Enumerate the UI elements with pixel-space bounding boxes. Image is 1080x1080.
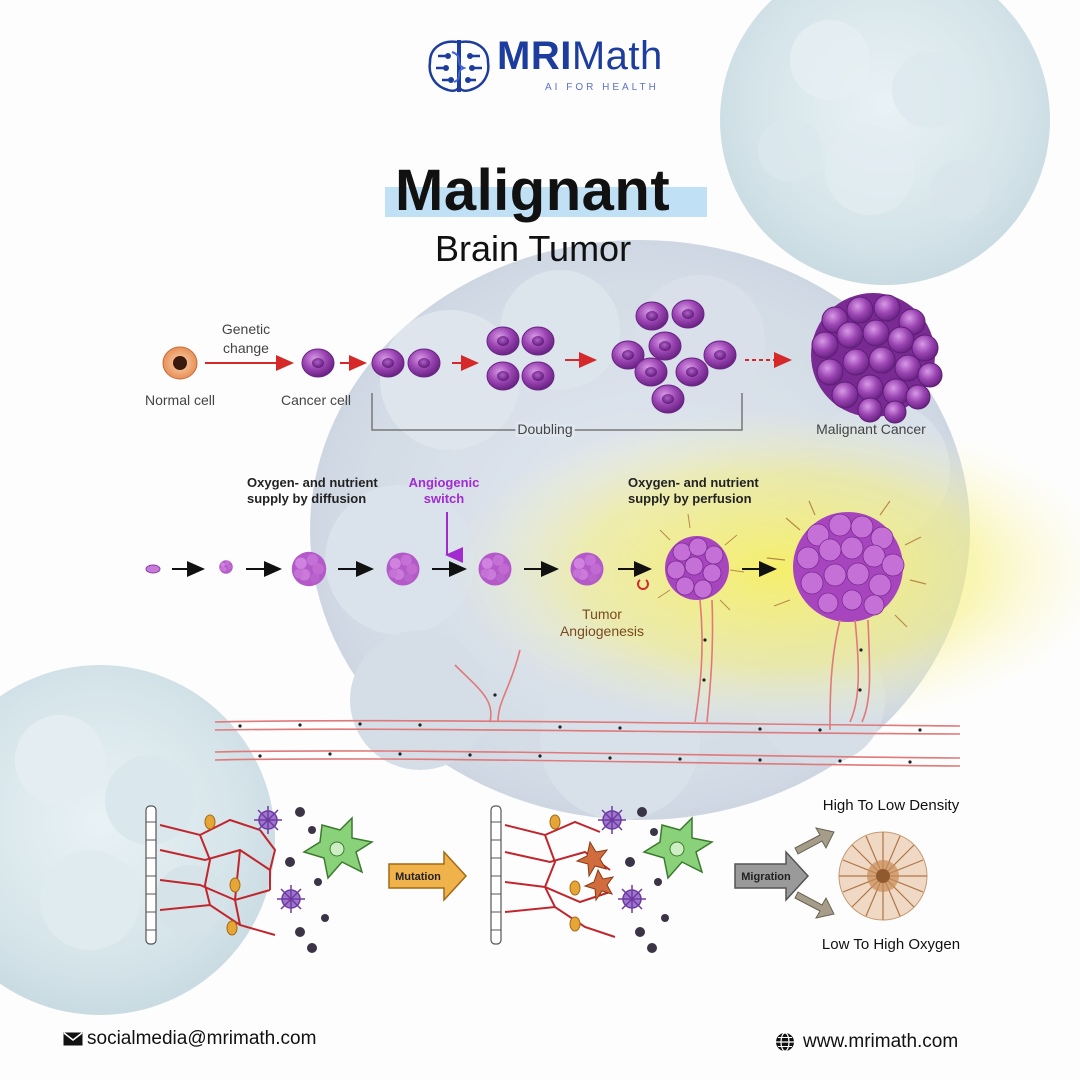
neural-panel-before bbox=[145, 805, 374, 953]
eight-cells bbox=[611, 299, 737, 414]
website-link[interactable]: www.mrimath.com bbox=[803, 1031, 959, 1052]
green-cell-before bbox=[302, 816, 374, 880]
perfusion-label-line1: Oxygen- and nutrient bbox=[628, 475, 759, 490]
migration-arrow bbox=[734, 850, 810, 902]
stage-1 bbox=[145, 564, 161, 574]
stage-5 bbox=[478, 552, 512, 586]
normal-cell bbox=[162, 346, 198, 380]
tumor-angiogenesis-line1: Tumor bbox=[582, 606, 622, 622]
email-link[interactable]: socialmedia@mrimath.com bbox=[87, 1028, 317, 1049]
top-right-blob bbox=[720, 0, 1050, 285]
angiogenic-switch-line1: Angiogenic bbox=[409, 475, 480, 490]
globe-icon bbox=[776, 1032, 794, 1052]
brand-tagline: AI FOR HEALTH bbox=[545, 82, 659, 93]
page-subtitle: Brain Tumor bbox=[435, 228, 632, 269]
title-highlight bbox=[385, 187, 707, 217]
migrating-tumor-mass bbox=[838, 831, 928, 921]
genetic-change-line2: change bbox=[223, 340, 269, 356]
vascularized-tumor-large bbox=[766, 500, 927, 628]
stage-2 bbox=[219, 560, 233, 574]
green-cell-after bbox=[642, 816, 714, 880]
doubling-label: Doubling bbox=[517, 421, 572, 437]
normal-cell-label: Normal cell bbox=[145, 392, 215, 408]
angiogenic-switch-line2: switch bbox=[424, 491, 465, 506]
four-cells bbox=[486, 326, 555, 391]
cancer-cell bbox=[301, 348, 335, 378]
row1-cell-progression: Doubling Genetic change Normal cell Canc… bbox=[145, 293, 943, 440]
diffusion-label-line2: supply by diffusion bbox=[247, 491, 366, 506]
row3-mutation-migration: Mutation bbox=[145, 797, 960, 953]
diffusion-label-line1: Oxygen- and nutrient bbox=[247, 475, 378, 490]
malignant-cancer-label: Malignant Cancer bbox=[816, 421, 926, 437]
email-icon bbox=[63, 1032, 83, 1046]
low-to-high-oxygen-label: Low To High Oxygen bbox=[822, 936, 960, 953]
stage-4 bbox=[386, 552, 420, 586]
malignant-cancer-mass bbox=[811, 293, 943, 424]
high-to-low-density-label: High To Low Density bbox=[823, 797, 960, 814]
blood-vessels bbox=[214, 599, 961, 767]
density-arrows bbox=[794, 827, 835, 919]
doubling-bracket bbox=[371, 393, 743, 431]
brand-name-bold: MRI bbox=[497, 34, 572, 78]
perfusion-label-line2: supply by perfusion bbox=[628, 491, 752, 506]
vessel-cells bbox=[238, 638, 922, 764]
stage-3 bbox=[291, 551, 327, 587]
neural-panel-after bbox=[490, 805, 714, 953]
mutation-label: Mutation bbox=[395, 871, 441, 883]
brain-logo-icon bbox=[428, 40, 490, 93]
migration-label: Migration bbox=[741, 871, 791, 883]
tumor-angiogenesis-line2: Angiogenesis bbox=[560, 623, 644, 639]
brand-name-regular: Math bbox=[571, 34, 663, 78]
brand-name: MRIMath bbox=[497, 34, 663, 79]
mutation-arrow bbox=[388, 850, 468, 902]
row2-angiogenesis: Oxygen- and nutrient supply by diffusion… bbox=[145, 475, 927, 639]
stage-6 bbox=[570, 552, 604, 586]
page-title: Malignant bbox=[395, 158, 671, 223]
cancer-cell-label: Cancer cell bbox=[281, 392, 351, 408]
bottom-left-blob bbox=[0, 665, 275, 1015]
vascularized-tumor-small bbox=[657, 513, 745, 611]
genetic-change-line1: Genetic bbox=[222, 321, 270, 337]
two-cells bbox=[371, 348, 441, 378]
